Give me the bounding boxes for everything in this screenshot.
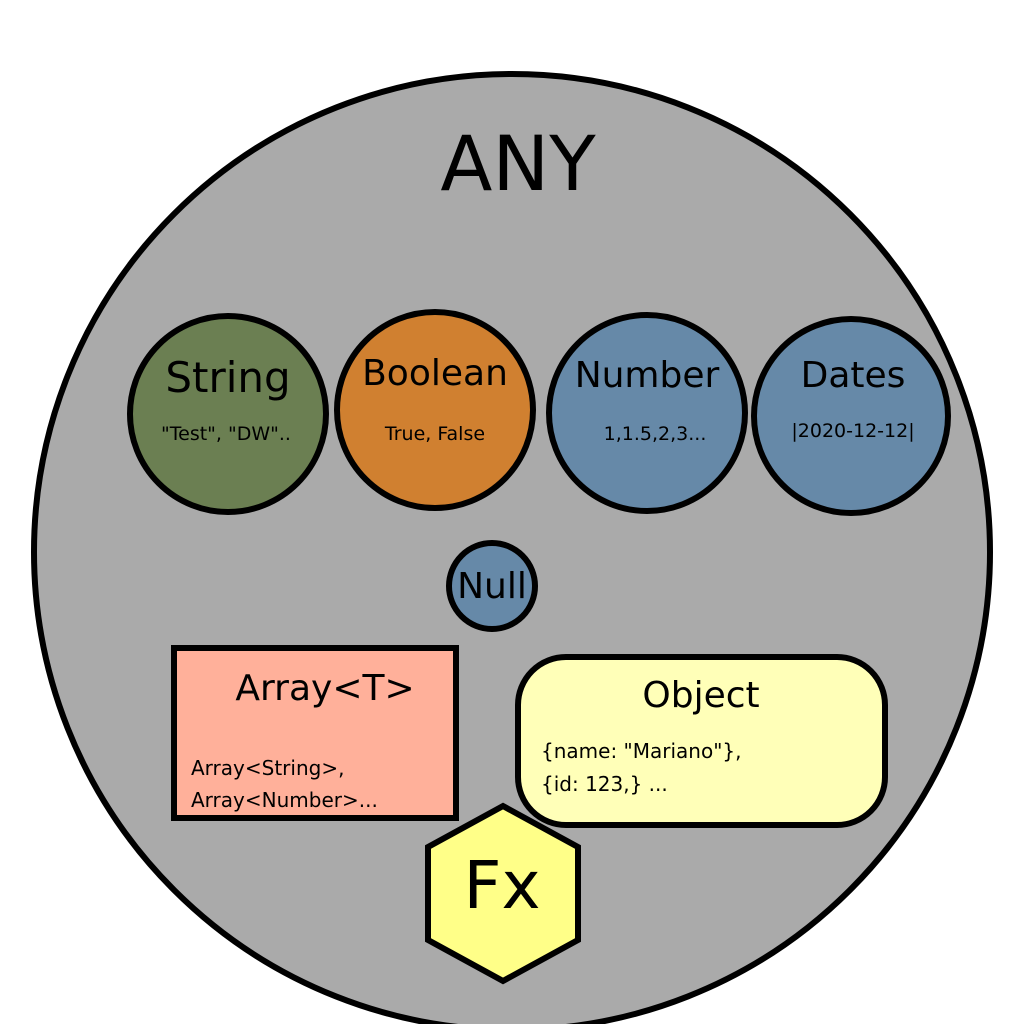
number-label: Number: [575, 355, 720, 396]
dates-circle: [751, 316, 951, 516]
number-example: 1,1.5,2,3...: [604, 423, 707, 445]
dates-example: |2020-12-12|: [791, 420, 914, 442]
array-label: Array<T>: [235, 668, 414, 709]
object-label: Object: [642, 675, 759, 716]
function-label: Fx: [463, 847, 540, 924]
string-circle: [127, 313, 329, 515]
any-title: ANY: [440, 119, 596, 208]
string-label: String: [165, 353, 290, 402]
array-node: Array<T> Array<String>, Array<Number>...: [171, 645, 459, 821]
boolean-label: Boolean: [362, 353, 508, 394]
null-node: Null: [446, 540, 538, 632]
dates-label: Dates: [801, 355, 906, 396]
object-box: [515, 654, 888, 828]
string-node: String "Test", "DW"..: [127, 313, 329, 515]
array-box: [171, 645, 459, 821]
function-hexagon: [425, 802, 581, 985]
boolean-node: Boolean True, False: [334, 309, 536, 511]
object-node: Object {name: "Mariano"}, {id: 123,} ...: [515, 654, 888, 828]
number-circle: [546, 312, 748, 514]
boolean-example: True, False: [384, 423, 485, 445]
dates-node: Dates |2020-12-12|: [751, 316, 951, 516]
string-example: "Test", "DW"..: [161, 423, 291, 445]
array-example-line1: Array<String>,: [191, 756, 344, 780]
boolean-circle: [334, 309, 536, 511]
number-node: Number 1,1.5,2,3...: [546, 312, 748, 514]
array-example-line2: Array<Number>...: [191, 788, 378, 812]
object-example-line2: {id: 123,} ...: [541, 772, 668, 796]
object-example-line1: {name: "Mariano"},: [541, 739, 741, 763]
null-circle: [446, 540, 538, 632]
null-label: Null: [457, 566, 527, 607]
function-node: Fx: [425, 802, 581, 985]
